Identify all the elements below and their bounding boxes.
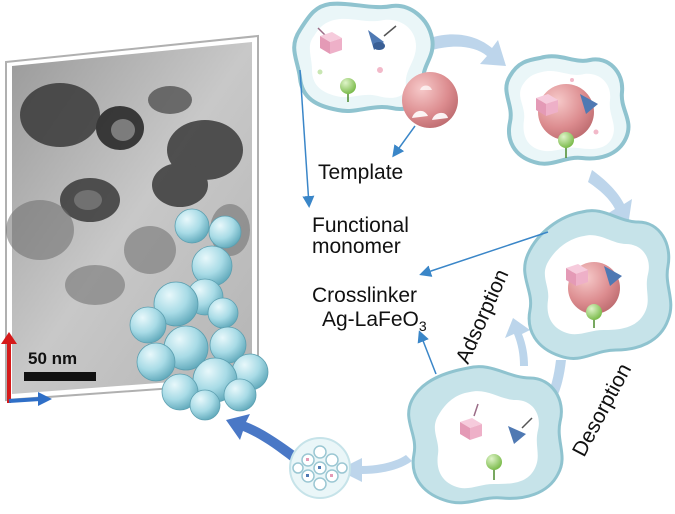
scale-bar: 50 nm: [24, 349, 96, 381]
label-adsorption: Adsorption: [452, 266, 514, 367]
stage-template-removed: [407, 365, 564, 505]
axis-indicator: [1, 332, 52, 406]
crosslinker-cube: [317, 27, 342, 54]
stage-assembled: [504, 54, 631, 166]
label-template: Template: [318, 161, 403, 184]
label-monomer: monomer: [312, 235, 401, 258]
stage-monomers: [292, 1, 435, 113]
honeycomb-polymer: [289, 437, 351, 499]
label-crosslinker: Crosslinker: [312, 284, 417, 307]
stage-imprinted: [523, 209, 673, 360]
crosslinker-cone: [368, 25, 397, 50]
label-ag-lafeo3: Ag-LaFeO3: [322, 308, 427, 334]
cluster-arrow: [226, 414, 300, 462]
label-functional: Functional: [312, 214, 409, 237]
svg-text:50 nm: 50 nm: [28, 349, 77, 368]
pointer-lines: [299, 69, 549, 375]
nanoparticle-cluster: [129, 208, 269, 421]
template-sphere: [402, 72, 458, 128]
label-desorption: Desorption: [568, 360, 636, 460]
functional-monomer: [340, 78, 356, 102]
